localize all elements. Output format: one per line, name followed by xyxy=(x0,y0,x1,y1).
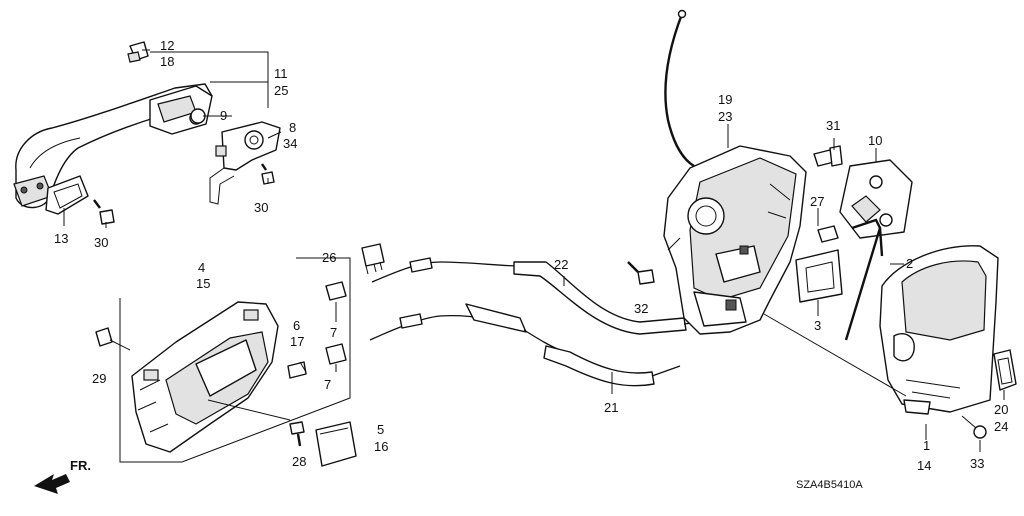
callout-3: 3 xyxy=(814,318,821,333)
inside-handle-group-box xyxy=(119,257,351,463)
striker-10 xyxy=(839,159,913,239)
callout-16: 16 xyxy=(374,439,388,454)
callout-7-a: 7 xyxy=(330,325,337,340)
callout-26: 26 xyxy=(322,250,336,265)
callout-34: 34 xyxy=(283,136,297,151)
latch-rod xyxy=(664,9,695,168)
cover-5 xyxy=(315,421,357,467)
shim-3 xyxy=(795,249,843,303)
cable-22 xyxy=(371,257,701,335)
callout-23: 23 xyxy=(718,109,732,124)
callout-9: 9 xyxy=(220,108,227,123)
clip-6 xyxy=(287,361,307,379)
front-arrow-label: FR. xyxy=(70,458,91,473)
cap-20 xyxy=(993,349,1017,391)
screw-33 xyxy=(961,415,987,439)
callout-20: 20 xyxy=(994,402,1008,417)
callout-17: 17 xyxy=(290,334,304,349)
callout-30-a: 30 xyxy=(254,200,268,215)
callout-2: 2 xyxy=(906,256,913,271)
callout-10: 10 xyxy=(868,133,882,148)
callout-8: 8 xyxy=(289,120,296,135)
callout-7-b: 7 xyxy=(324,377,331,392)
leader-lines-right xyxy=(817,138,904,316)
rod-2 xyxy=(844,218,884,341)
screw-31 xyxy=(813,145,843,167)
callout-28: 28 xyxy=(292,454,306,469)
bolt-30-b xyxy=(93,199,115,225)
clip-29 xyxy=(95,327,113,347)
handle-gasket xyxy=(45,175,89,215)
door-latch xyxy=(663,145,807,335)
callout-21: 21 xyxy=(604,400,618,415)
clip-7-b xyxy=(325,343,347,365)
inside-handle xyxy=(131,301,279,453)
latch-cover-1 xyxy=(879,245,999,415)
screw-28 xyxy=(289,421,305,447)
part-number-labels: 12 18 11 25 9 8 34 30 13 30 19 23 31 10 … xyxy=(54,38,1008,473)
callout-14: 14 xyxy=(917,458,931,473)
callout-30-b: 30 xyxy=(94,235,108,250)
callout-29: 29 xyxy=(92,371,106,386)
handle-bracket xyxy=(209,121,281,205)
callout-18: 18 xyxy=(160,54,174,69)
screw-27 xyxy=(817,225,839,243)
callout-24: 24 xyxy=(994,419,1008,434)
callout-5: 5 xyxy=(377,422,384,437)
small-clip-12 xyxy=(127,41,149,63)
callout-22: 22 xyxy=(554,257,568,272)
clip-7-a xyxy=(325,281,347,301)
callout-1: 1 xyxy=(923,438,930,453)
leader-lines-cables xyxy=(563,276,613,394)
drawing-code: SZA4B5410A xyxy=(796,479,863,491)
callout-32: 32 xyxy=(634,301,648,316)
callout-12: 12 xyxy=(160,38,174,53)
leader-lines-top-left xyxy=(63,49,282,228)
callout-11: 11 xyxy=(274,66,288,81)
cable-21 xyxy=(369,303,681,387)
callout-33: 33 xyxy=(970,456,984,471)
connector-26 xyxy=(361,243,385,275)
callout-4: 4 xyxy=(198,260,205,275)
callout-6: 6 xyxy=(293,318,300,333)
leader-lines-far-right xyxy=(763,313,1005,452)
callout-19: 19 xyxy=(718,92,732,107)
front-arrow-icon xyxy=(34,474,70,494)
leader-lines-bottom-left xyxy=(109,302,337,421)
callout-15: 15 xyxy=(196,276,210,291)
screw-32 xyxy=(627,261,655,285)
callout-25: 25 xyxy=(274,83,288,98)
nut-9 xyxy=(190,108,206,124)
callout-13: 13 xyxy=(54,231,68,246)
callout-31: 31 xyxy=(826,118,840,133)
callout-27: 27 xyxy=(810,194,824,209)
